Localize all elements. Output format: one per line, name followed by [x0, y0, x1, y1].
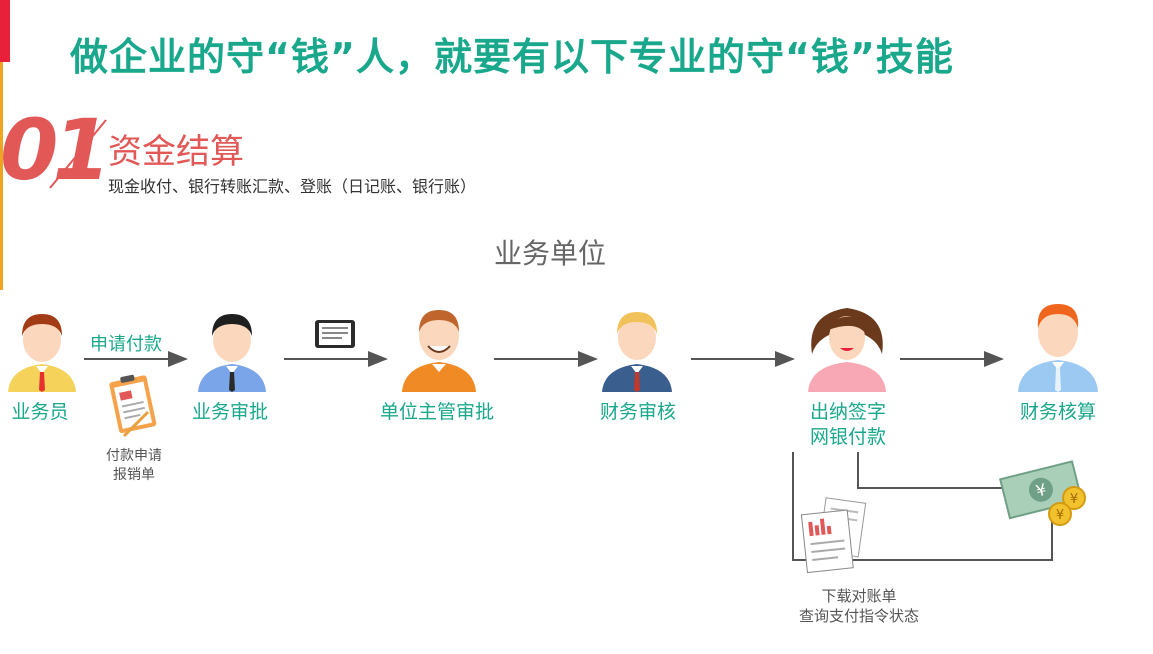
- page-title: 做企业的守“钱”人，就要有以下专业的守“钱”技能: [70, 35, 954, 79]
- node-label-business-approval: 业务审批: [191, 401, 268, 423]
- node-label-salesperson: 业务员: [11, 401, 69, 423]
- finance-accountant-avatar-icon: [1018, 304, 1098, 392]
- payment-connector: [857, 452, 1002, 489]
- svg-text:¥: ¥: [1056, 508, 1064, 523]
- cash-coins-icon: ¥ ¥ ¥: [999, 460, 1086, 526]
- clipboard-form-icon: [109, 374, 157, 438]
- node-label-cashier-line2: 网银付款: [809, 426, 886, 448]
- left-red-tab: [0, 0, 10, 62]
- statement-connector: [792, 452, 1053, 561]
- statement-note-line1: 下载对账单: [821, 587, 897, 605]
- diagram-heading: 业务单位: [493, 237, 606, 270]
- svg-text:¥: ¥: [1070, 492, 1078, 507]
- doc-note-line1: 付款申请: [106, 448, 162, 464]
- svg-text:¥: ¥: [1034, 480, 1048, 501]
- section-slash-line: [49, 119, 107, 189]
- business-approver-avatar-icon: [198, 314, 266, 392]
- arrow-label-apply-payment: 申请付款: [90, 334, 162, 355]
- cashier-avatar-icon: [808, 308, 886, 392]
- node-label-cashier-line1: 出纳签字: [809, 401, 886, 423]
- node-label-finance-accounting: 财务核算: [1019, 401, 1096, 423]
- section-title: 资金结算: [108, 132, 244, 172]
- doc-note-line2: 报销单: [113, 467, 155, 483]
- node-label-unit-manager: 单位主管审批: [379, 401, 494, 423]
- section-number: 01: [0, 101, 111, 199]
- salesperson-avatar-icon: [8, 314, 76, 392]
- unit-manager-avatar-icon: [402, 310, 476, 392]
- finance-reviewer-avatar-icon: [602, 312, 672, 392]
- statement-documents-icon: [800, 497, 867, 574]
- left-accent-bar: [0, 0, 3, 290]
- section-subtitle: 现金收付、银行转账汇款、登账（日记账、银行账）: [108, 177, 477, 196]
- statement-note-line2: 查询支付指令状态: [798, 607, 919, 625]
- document-tablet-icon: [315, 320, 355, 348]
- node-label-finance-review: 财务审核: [599, 401, 676, 423]
